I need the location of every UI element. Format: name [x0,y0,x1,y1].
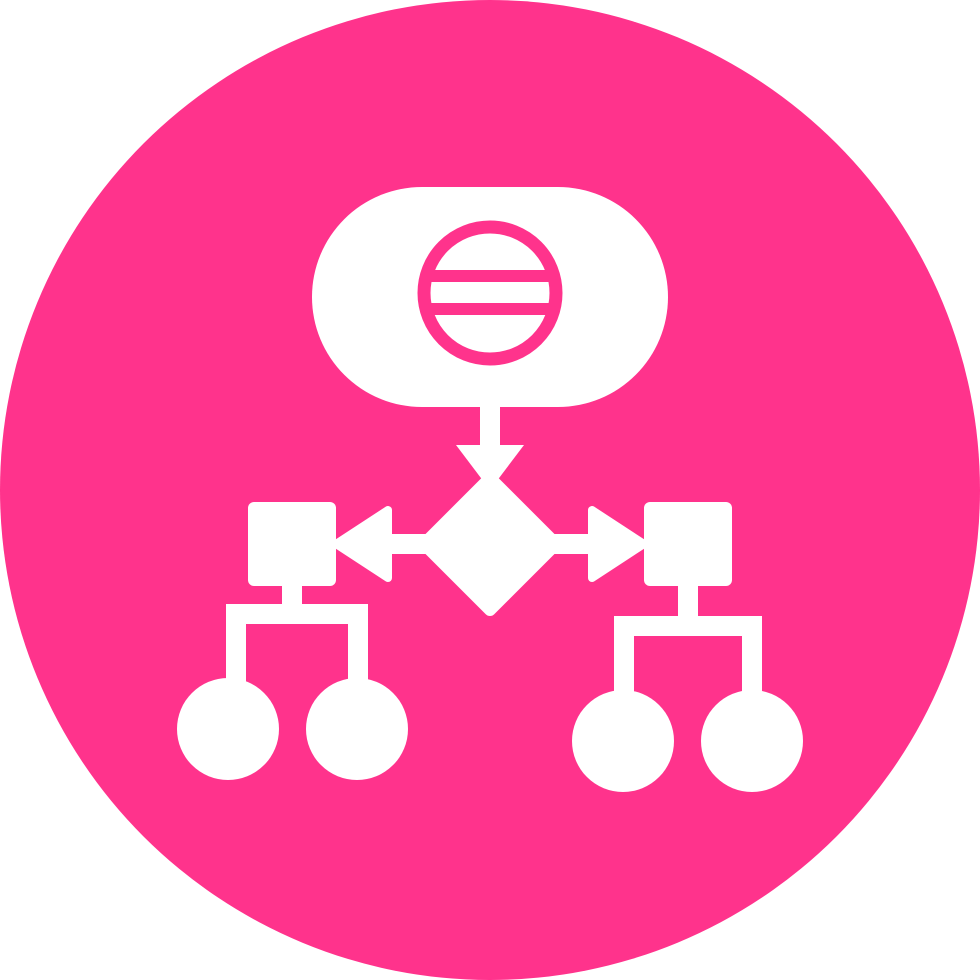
connector-line [480,405,500,455]
down-arrow-icon [456,445,524,490]
connector-line [742,616,762,692]
connector-line [546,534,598,554]
database-icon [417,220,563,366]
connector-line [226,604,368,624]
left-arrow-icon [332,506,392,582]
connector-line [614,616,634,692]
connector-line [678,584,698,620]
decision-diamond-icon [418,472,562,616]
connector-line [382,534,434,554]
leaf-node-icon [306,678,408,780]
flowchart-glyph [177,187,803,792]
start-node-icon [312,187,668,407]
connector-line [348,604,368,688]
right-arrow-icon [588,506,648,582]
left-process-box-icon [248,502,336,586]
leaf-node-icon [177,678,279,780]
connector-line [226,604,246,688]
leaf-node-icon [572,690,674,792]
right-process-box-icon [644,502,732,586]
connector-line [614,616,762,636]
leaf-node-icon [701,690,803,792]
